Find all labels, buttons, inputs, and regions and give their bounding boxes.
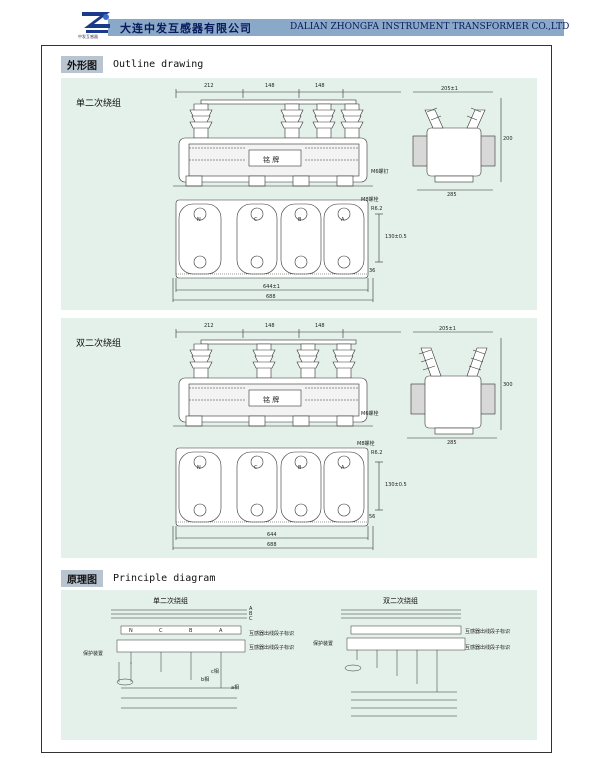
single-dim-212: 212 [204,83,214,89]
principle-term-b: B [189,628,193,634]
single-w644: 644±1 [263,284,280,290]
principle-sec-b: b相 [201,677,210,683]
double-w644: 644 [267,532,277,538]
single-side-285: 285 [447,192,457,198]
principle-term-n: N [129,628,133,634]
double-dim-148a: 148 [265,323,275,329]
page-header: 中发互感器 大连中发互感器有限公司 DALIAN ZHONGFA INSTRUM… [0,0,596,44]
principle-panel: 单二次绕组 双二次绕组 [61,590,537,740]
double-phase-a: A [341,465,345,471]
principle-single-protect: 保护装置 [83,651,104,657]
single-phase-n: N [197,217,201,223]
single-m8-bolt: M8螺栓 [361,197,379,203]
principle-section-title: 原理图 Principle diagram [61,570,215,587]
outline-section-title: 外形图 Outline drawing [61,56,203,73]
principle-double-protect: 保护装置 [313,641,334,647]
single-outline-drawing [172,89,502,302]
single-phase-c: C [254,217,258,223]
double-m8-bolt: M8螺栓 [357,441,375,447]
principle-sec-c: c相 [211,669,219,675]
principle-double-note-primary: 互感器出线段子标识 [465,629,511,635]
double-nameplate: 铭 牌 [263,396,280,404]
principle-sec-a: a相 [231,685,240,691]
principle-double-label: 双二次绕组 [383,597,418,605]
double-phase-c: C [254,465,258,471]
single-winding-panel: 单二次绕组 [61,78,537,310]
double-w688: 688 [267,542,277,548]
single-side-205: 205±1 [441,86,458,92]
principle-single-label: 单二次绕组 [153,597,188,605]
header-band [108,19,564,36]
double-phase-n: N [197,465,201,471]
double-m6-bolt: M6螺栓 [361,411,379,417]
single-h36: 36 [369,268,376,274]
principle-bus-c: C [249,616,253,622]
principle-single-note-secondary: 互感器出线段子标识 [249,645,295,651]
principle-wiring-diagram [111,609,466,717]
principle-bus-a: A [249,606,253,612]
single-side-200: 200 [503,136,513,142]
principle-title-cn: 原理图 [61,570,103,587]
single-phase-b: B [298,217,302,223]
single-r62: R6.2 [371,206,383,212]
principle-double-note-secondary: 互感器出线段子标识 [465,645,511,651]
single-m6-screw: M6螺钉 [371,169,389,175]
double-h130: 130±0.5 [385,482,407,488]
double-h56: 56 [369,514,376,520]
principle-title-en: Principle diagram [113,573,216,584]
double-phase-b: B [298,465,302,471]
double-winding-panel: 双二次绕组 [61,318,537,558]
single-w688: 688 [266,294,276,300]
principle-bus-b: B [249,611,253,617]
single-dim-148b: 148 [315,83,325,89]
company-logo-icon [82,12,110,33]
double-side-205: 205±1 [439,326,456,332]
logo-subtitle: 中发互感器 [78,34,98,39]
principle-single-note-primary: 互感器出线段子标识 [249,631,295,637]
double-dim-212: 212 [204,323,214,329]
double-outline-drawing [172,329,502,550]
outline-title-en: Outline drawing [113,59,204,70]
single-dim-148a: 148 [265,83,275,89]
principle-term-c: C [159,628,163,634]
double-side-285: 285 [447,440,457,446]
principle-term-a: A [219,628,223,634]
double-winding-label: 双二次绕组 [76,339,122,349]
company-name-cn: 大连中发互感器有限公司 [120,22,252,35]
double-side-300: 300 [503,382,513,388]
double-r62: R6.2 [371,450,383,456]
single-winding-label: 单二次绕组 [76,99,122,109]
company-name-en: DALIAN ZHONGFA INSTRUMENT TRANSFORMER CO… [290,22,570,32]
single-phase-a: A [341,217,345,223]
outline-title-cn: 外形图 [61,56,103,73]
single-nameplate: 铭 牌 [263,156,280,164]
double-dim-148b: 148 [315,323,325,329]
single-h130: 130±0.5 [385,234,407,240]
